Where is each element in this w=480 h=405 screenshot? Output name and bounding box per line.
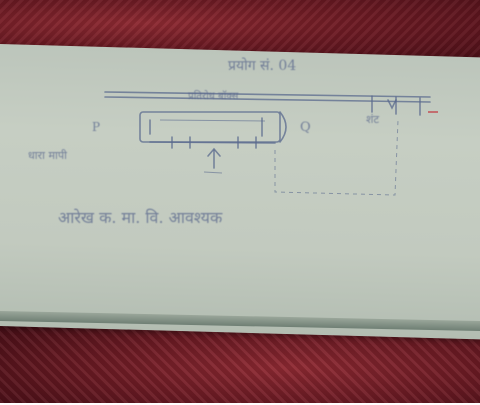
page-heading: प्रयोग सं. 04 bbox=[228, 58, 297, 74]
left-label: धारा मापी bbox=[28, 149, 67, 162]
q-label: Q bbox=[300, 120, 311, 135]
plug-line bbox=[149, 141, 276, 144]
bridge-wire-bottom bbox=[104, 96, 431, 103]
resistance-box-label: प्रतिरोध बॉक्स bbox=[188, 91, 239, 102]
bridge-wire-top bbox=[104, 91, 431, 98]
bottom-border bbox=[0, 403, 480, 405]
arrow-base bbox=[203, 171, 223, 174]
box-bracket bbox=[279, 111, 287, 143]
caption-line: आरेख क. मा. वि. आवश्यक bbox=[58, 208, 223, 227]
p-label: P bbox=[92, 120, 101, 134]
resistance-box bbox=[139, 111, 281, 143]
arrow-head bbox=[207, 147, 221, 157]
shunt-label: शंट bbox=[366, 113, 380, 126]
box-inner-line bbox=[159, 119, 266, 122]
dashed-circuit bbox=[274, 119, 399, 196]
jockey-arrow bbox=[387, 99, 397, 110]
